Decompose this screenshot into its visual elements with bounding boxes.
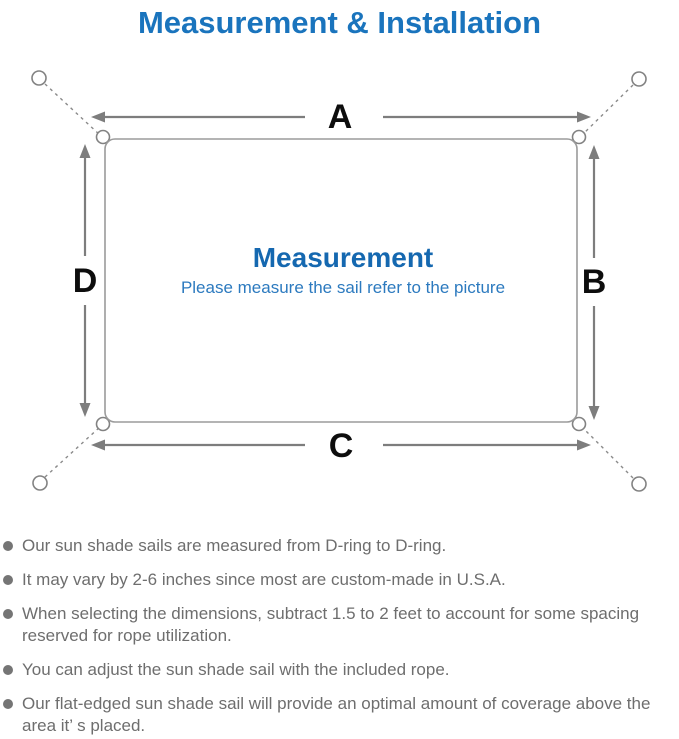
d-ring-icon [95, 129, 111, 145]
list-item-text: It may vary by 2-6 inches since most are… [22, 570, 506, 589]
dimension-arrow-a [91, 111, 591, 123]
bullet-icon [3, 665, 13, 675]
dimension-arrow-d [79, 144, 91, 417]
diagram-center-subtitle: Please measure the sail refer to the pic… [181, 278, 505, 297]
bullet-icon [3, 699, 13, 709]
dimension-arrow-c [91, 439, 591, 451]
notes-list: Our sun shade sails are measured from D-… [0, 535, 679, 737]
dashed-line-bottom-left [44, 425, 102, 478]
anchor-ring-icon [631, 476, 647, 492]
dashed-line-top-right [580, 84, 634, 137]
d-ring-icon [571, 129, 587, 145]
list-item-text: Our sun shade sails are measured from D-… [22, 536, 447, 555]
dimension-arrow-b [588, 145, 600, 420]
dimension-label-a: A [328, 98, 353, 136]
list-item-text: When selecting the dimensions, subtract … [22, 604, 640, 645]
bullet-icon [3, 609, 13, 619]
anchor-ring-icon [32, 475, 48, 491]
dashed-line-bottom-right [580, 425, 634, 479]
page-title: Measurement & Installation [137, 5, 542, 40]
diagram-center-title: Measurement [253, 242, 434, 273]
bullet-icon [3, 541, 13, 551]
d-ring-icon [571, 416, 587, 432]
anchor-ring-icon [31, 70, 47, 86]
measurement-diagram: A C D B Measurement Please measure the s… [31, 70, 647, 492]
page: Measurement & Installation A [0, 5, 679, 739]
dimension-label-d: D [73, 262, 98, 300]
dimension-label-b: B [582, 263, 607, 301]
list-item: It may vary by 2-6 inches since most are… [0, 569, 679, 591]
list-item: When selecting the dimensions, subtract … [0, 603, 679, 647]
list-item-text: Our flat-edged sun shade sail will provi… [22, 694, 651, 735]
list-item-text: You can adjust the sun shade sail with t… [22, 660, 450, 679]
dashed-line-top-left [44, 83, 102, 137]
dimension-label-c: C [329, 427, 354, 465]
anchor-ring-icon [631, 71, 647, 87]
sail-outline [104, 138, 578, 423]
list-item: Our flat-edged sun shade sail will provi… [0, 693, 679, 737]
bullet-icon [3, 575, 13, 585]
d-ring-icon [95, 416, 111, 432]
list-item: Our sun shade sails are measured from D-… [0, 535, 679, 557]
list-item: You can adjust the sun shade sail with t… [0, 659, 679, 681]
